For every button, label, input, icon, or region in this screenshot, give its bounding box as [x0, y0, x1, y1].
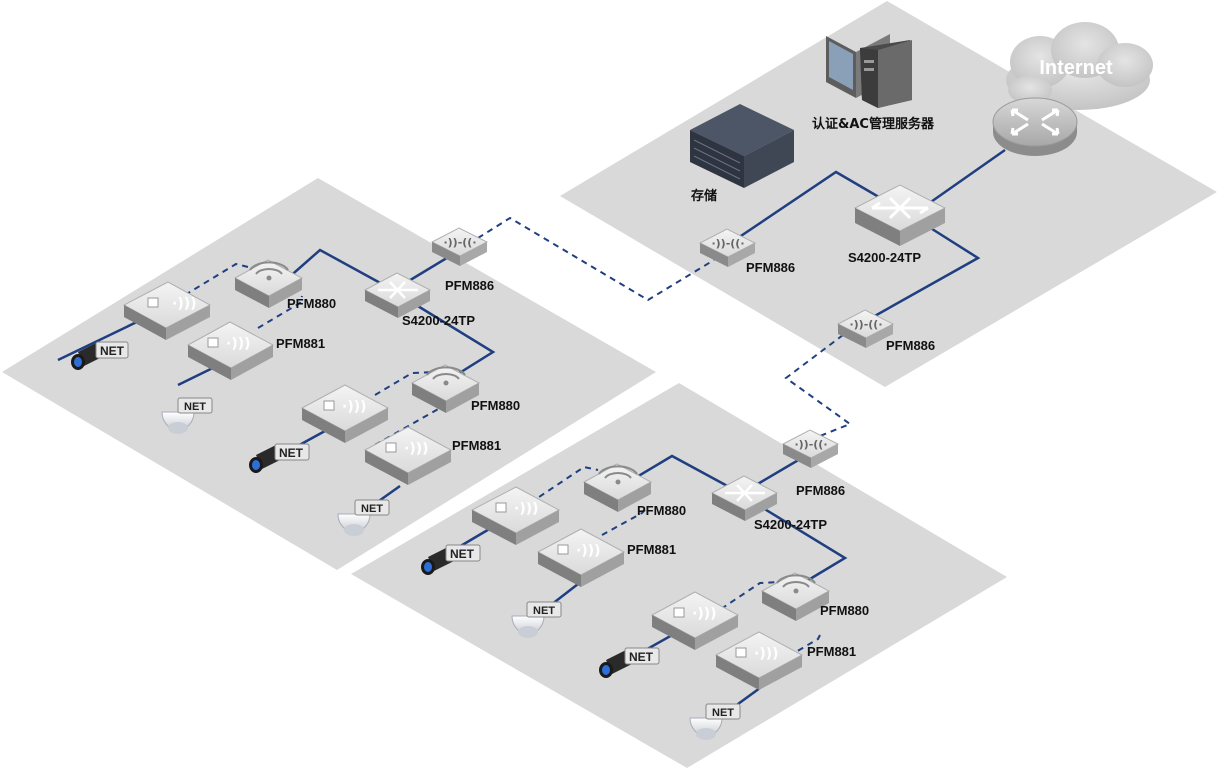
internet-label: Internet	[1039, 57, 1113, 79]
router-icon	[992, 97, 1078, 156]
svg-text:·))): ·)))	[172, 296, 197, 312]
site-a-cpe2-icon: ·)))	[300, 384, 390, 443]
site-a-client2-label: PFM881	[452, 438, 501, 453]
site-b-dome-camera-1	[511, 601, 562, 638]
site-a-ap1-label: PFM880	[287, 296, 336, 311]
site-a-bridge-label: PFM886	[445, 278, 494, 293]
site-b-ap1-icon	[582, 463, 653, 512]
svg-text:·))): ·)))	[576, 543, 601, 559]
site-a-camera-1-badge: NET	[100, 344, 125, 358]
site-a-zone	[2, 178, 656, 570]
site-b-camera-2-badge: NET	[533, 605, 555, 617]
svg-text:·))): ·)))	[514, 501, 539, 517]
core-bridge-left-icon: ·))-((·	[698, 228, 757, 267]
core-bridge-bottom-label: PFM886	[886, 338, 935, 353]
svg-text:·))-((·: ·))-((·	[711, 237, 744, 250]
site-b-bullet-camera-1	[421, 544, 481, 575]
svg-text:·))-((·: ·))-((·	[849, 318, 882, 331]
site-b-client1-label: PFM881	[627, 542, 676, 557]
site-a-ap2-label: PFM880	[471, 398, 520, 413]
server-label: 认证&AC管理服务器	[812, 116, 935, 132]
svg-text:·))): ·)))	[226, 336, 251, 352]
server-computer-icon	[826, 34, 912, 108]
site-a-bullet-camera-1	[71, 341, 129, 370]
site-a-ap1-icon	[233, 259, 304, 308]
site-a-dome-camera-1	[161, 397, 213, 434]
site-b-camera-3-badge: NET	[629, 650, 654, 664]
site-a-client1-label: PFM881	[276, 336, 325, 351]
site-a-camera-3-badge: NET	[279, 446, 304, 460]
site-b-zone	[351, 383, 1007, 768]
svg-text:·))-((·: ·))-((·	[794, 438, 827, 451]
site-b-bridge-icon: ·))-((·	[781, 429, 840, 468]
svg-text:·))): ·)))	[342, 399, 367, 415]
storage-icon	[690, 104, 794, 188]
site-b-ap2-label: PFM880	[820, 603, 869, 618]
site-b-switch-icon	[710, 475, 779, 521]
svg-text:·))): ·)))	[404, 441, 429, 457]
site-b-switch-label: S4200-24TP	[754, 517, 827, 532]
site-b-bridge-label: PFM886	[796, 483, 845, 498]
site-b-cpe1-icon: ·)))	[470, 486, 561, 545]
site-a-client2-icon: ·)))	[363, 426, 453, 485]
site-a-bridge-icon: ·))-((·	[430, 227, 489, 266]
core-switch-icon	[853, 184, 947, 246]
svg-text:·))): ·)))	[754, 646, 779, 662]
site-a-bullet-camera-2	[249, 443, 310, 473]
site-b-cpe2-icon: ·)))	[650, 591, 740, 650]
site-a-camera-2-badge: NET	[184, 401, 206, 413]
site-b-client2-icon: ·)))	[714, 631, 804, 690]
site-a-switch-label: S4200-24TP	[402, 313, 475, 328]
internet-cloud-icon: Internet	[1006, 22, 1153, 110]
site-b-dome-camera-2	[689, 703, 741, 740]
core-switch-label: S4200-24TP	[848, 250, 921, 265]
site-a-ap2-icon	[410, 364, 481, 413]
site-a-cpe1-icon: ·)))	[122, 281, 212, 340]
site-b-camera-1-badge: NET	[450, 547, 475, 561]
svg-text:·))): ·)))	[692, 606, 717, 622]
site-a-dome-camera-2	[337, 499, 390, 536]
core-bridge-left-label: PFM886	[746, 260, 795, 275]
svg-text:·))-((·: ·))-((·	[443, 236, 476, 249]
site-a-camera-4-badge: NET	[361, 503, 383, 515]
storage-label: 存储	[691, 188, 717, 204]
site-b-ap1-label: PFM880	[637, 503, 686, 518]
site-b-camera-4-badge: NET	[712, 707, 734, 719]
site-b-bullet-camera-2	[599, 647, 660, 678]
site-b-client1-icon: ·)))	[536, 528, 626, 587]
site-b-client2-label: PFM881	[807, 644, 856, 659]
site-a-switch-icon	[363, 272, 432, 318]
site-a-client1-icon: ·)))	[186, 321, 275, 380]
core-bridge-bottom-icon: ·))-((·	[836, 309, 895, 348]
site-b-ap2-icon	[760, 572, 831, 621]
